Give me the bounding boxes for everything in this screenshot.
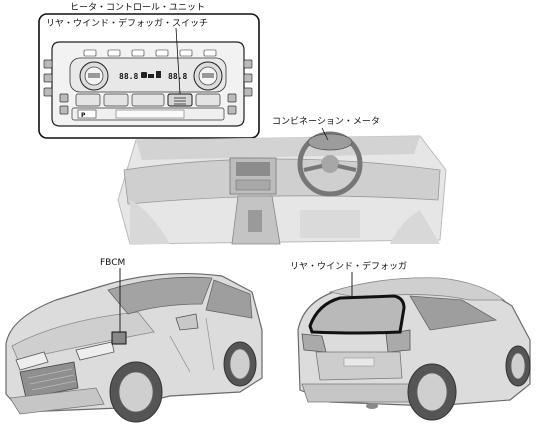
rear-wheel (223, 341, 257, 387)
top-button-row[interactable] (83, 49, 217, 57)
vehicle-interior-illustration (117, 131, 447, 245)
fbcm-module (111, 268, 127, 345)
label-rear-window-defogger: リヤ・ウインド・デフォッガ (290, 260, 407, 272)
rear-window-defogger (308, 272, 406, 335)
defogger-switch-leader (175, 27, 181, 95)
rear-defogger-switch[interactable] (167, 93, 193, 107)
bottom-button-row[interactable] (75, 93, 221, 107)
combination-meter-leader (321, 127, 329, 141)
front-right-wheel (505, 345, 531, 387)
fan-mode-icons (141, 71, 161, 78)
left-side-vents (43, 59, 69, 115)
rear-right-wheel (407, 363, 457, 421)
label-fbcm: FBCM (100, 258, 125, 268)
svg-text:P: P (81, 112, 86, 119)
heater-control-panel: 88.8 88.8 (43, 41, 253, 127)
left-temp-display: 88.8 (119, 72, 138, 81)
right-temperature-dial[interactable] (193, 61, 223, 91)
combination-meter (307, 133, 353, 151)
p-button[interactable]: P (77, 109, 97, 119)
label-rear-defogger-switch: リヤ・ウインド・デフォッガ・スイッチ (46, 17, 208, 29)
right-temp-display: 88.8 (168, 72, 187, 81)
vehicle-front-view (5, 272, 263, 423)
left-temperature-dial[interactable] (79, 61, 109, 91)
label-combination-meter: コンビネーション・メータ (272, 116, 380, 127)
front-wheel (109, 361, 163, 423)
right-side-vents (227, 59, 253, 115)
label-heater-control-unit: ヒータ・コントロール・ユニット (70, 2, 205, 13)
